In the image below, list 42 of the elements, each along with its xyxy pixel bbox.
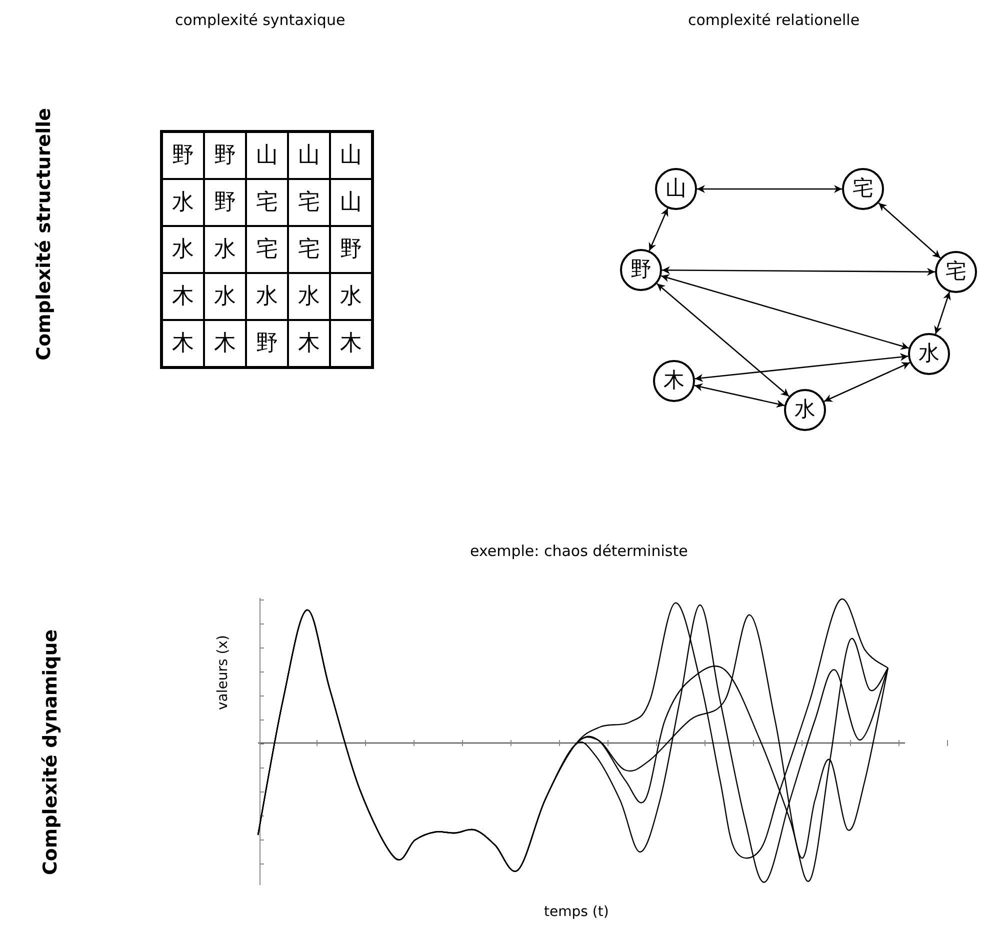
double-arrow (697, 185, 842, 193)
grid-cell: 木 (204, 320, 246, 367)
grid-cell: 野 (204, 132, 246, 179)
grid-cell: 山 (330, 179, 372, 226)
grid-cell: 水 (330, 273, 372, 320)
grid-cell: 木 (162, 320, 204, 367)
grid-cell: 山 (288, 132, 330, 179)
column-heading: complexité syntaxique (175, 10, 346, 31)
column-heading: complexité relationelle (688, 10, 860, 31)
row-heading: Complexité structurelle (32, 108, 56, 360)
grid-cell: 水 (204, 273, 246, 320)
double-arrow (824, 362, 910, 402)
grid-cell: 水 (162, 226, 204, 273)
grid-cell: 野 (330, 226, 372, 273)
grid-cell: 山 (330, 132, 372, 179)
grid-cell: 宅 (288, 226, 330, 273)
double-arrow (648, 208, 668, 251)
double-arrow (662, 266, 935, 276)
double-arrow (878, 202, 941, 258)
grid-cell: 水 (246, 273, 288, 320)
grid-cell: 水 (288, 273, 330, 320)
grid-cell: 宅 (246, 226, 288, 273)
double-arrow (656, 283, 790, 397)
grid-cell: 木 (162, 273, 204, 320)
double-arrow (694, 353, 908, 382)
chart-title: exemple: chaos déterministe (470, 541, 688, 562)
grid-cell: 野 (162, 132, 204, 179)
grid-cell: 野 (246, 320, 288, 367)
grid-cell: 木 (288, 320, 330, 367)
axis-label: valeurs (x) (214, 635, 232, 710)
double-arrow (934, 292, 951, 334)
axis-label: temps (t) (544, 903, 609, 922)
grid-cell: 山 (246, 132, 288, 179)
grid-cell: 宅 (288, 179, 330, 226)
double-arrow (660, 274, 910, 350)
double-arrow (694, 383, 785, 408)
grid-cell: 水 (204, 226, 246, 273)
row-heading: Complexité dynamique (38, 629, 63, 876)
grid-cell: 野 (204, 179, 246, 226)
grid-cell: 木 (330, 320, 372, 367)
grid-cell: 宅 (246, 179, 288, 226)
grid-cell: 水 (162, 179, 204, 226)
